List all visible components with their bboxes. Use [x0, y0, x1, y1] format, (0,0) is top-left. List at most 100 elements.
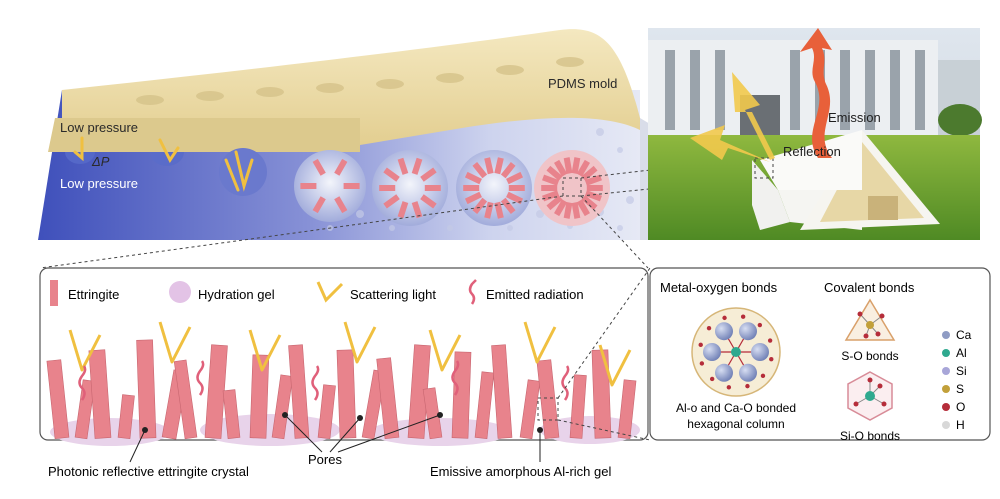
- legend-emission-swatch: [468, 279, 477, 305]
- gel-label: Emissive amorphous Al-rich gel: [430, 464, 611, 479]
- rod: [343, 183, 360, 189]
- calcium-atom: [715, 322, 733, 341]
- crystal-bar: [74, 379, 96, 440]
- rod: [397, 157, 409, 175]
- rod: [506, 191, 524, 205]
- rod: [542, 190, 560, 202]
- rod: [334, 158, 348, 176]
- pores-label: Pores: [308, 452, 342, 467]
- element-swatch: [942, 385, 950, 393]
- crystal-bar: [536, 359, 560, 440]
- covalent-title: Covalent bonds: [824, 280, 915, 295]
- legend-hydration-gel: Hydration gel: [198, 287, 275, 302]
- column-caption-1: Al-o and Ca-O bonded: [676, 401, 796, 415]
- crystal-bar: [271, 374, 294, 440]
- rod: [508, 185, 525, 191]
- panel-scatter-arrows: [68, 321, 632, 401]
- legend: Ettringite Hydration gel Scattering ligh…: [50, 279, 584, 306]
- crystal-bar: [617, 379, 637, 439]
- rod: [411, 201, 423, 219]
- rod: [500, 197, 516, 214]
- element-swatch: [942, 331, 950, 339]
- delta-p-label: ΔP: [91, 154, 110, 169]
- scatter-arrow: [523, 321, 557, 364]
- low-pressure-bottom: Low pressure: [60, 176, 138, 191]
- legend-scattering-light: Scattering light: [350, 287, 436, 302]
- rod: [494, 157, 504, 175]
- oxygen-atom: [706, 325, 712, 331]
- rod: [554, 199, 568, 217]
- rod: [563, 202, 573, 219]
- rod: [546, 195, 563, 211]
- scatter-arrow: [343, 321, 377, 364]
- scatter-arrow: [598, 344, 632, 387]
- rod: [464, 191, 482, 205]
- legend-emitted-radiation: Emitted radiation: [486, 287, 584, 302]
- crystal-bar: [491, 344, 513, 439]
- si-o-label: Si-O bonds: [840, 429, 900, 443]
- legend-ettringite-swatch: [50, 280, 58, 306]
- crystal-bar: [173, 359, 198, 440]
- crystal-bar: [451, 351, 472, 439]
- crystal-bar: [288, 344, 310, 439]
- calcium-atom: [703, 343, 721, 361]
- rod: [554, 159, 568, 177]
- emission-label: Emission: [828, 110, 881, 125]
- emission-squiggle: [561, 365, 570, 401]
- calcium-atom: [739, 322, 757, 341]
- rod: [472, 197, 488, 214]
- rod: [500, 162, 516, 179]
- crystal-bar: [136, 339, 157, 439]
- oxygen-atom: [722, 315, 727, 321]
- rod: [586, 185, 603, 191]
- crystal-label: Photonic reflective ettringite crystal: [48, 464, 249, 479]
- emission-arrow: [800, 28, 832, 158]
- scatter-arrow: [158, 321, 192, 364]
- metal-oxygen-title: Metal-oxygen bonds: [660, 280, 778, 295]
- si-o-bond-diagram: [847, 371, 893, 421]
- rod: [312, 196, 326, 214]
- rod: [464, 171, 482, 185]
- oxygen-atom: [709, 376, 715, 382]
- element-symbol: Si: [956, 364, 967, 378]
- ettringite-crystals: [46, 339, 637, 440]
- rod: [463, 185, 480, 191]
- rod: [563, 157, 573, 174]
- crystal-bar: [117, 394, 135, 439]
- rod: [541, 185, 558, 191]
- crystal-bar: [422, 387, 443, 440]
- oxygen-atom: [698, 342, 703, 348]
- rod: [420, 167, 437, 182]
- oxygen-atom: [745, 383, 750, 389]
- low-pressure-top: Low pressure: [60, 120, 138, 135]
- crystal-bar: [519, 379, 541, 440]
- s-o-label: S-O bonds: [841, 349, 898, 363]
- crystal-bar: [88, 349, 112, 439]
- scatter-arrow: [68, 329, 102, 372]
- crystal-bar: [569, 374, 587, 439]
- rod: [494, 201, 504, 219]
- element-swatch: [942, 367, 950, 375]
- crystal-bar: [591, 349, 612, 439]
- rod: [546, 165, 563, 181]
- oxygen-atom: [767, 338, 773, 343]
- crystal-bar: [46, 359, 70, 440]
- rod: [397, 201, 409, 219]
- rod: [383, 194, 400, 209]
- rod: [379, 185, 396, 191]
- emission-squiggle: [451, 360, 460, 396]
- bond-connectors: [537, 267, 651, 441]
- rod: [424, 185, 441, 191]
- emission-squiggle: [196, 360, 205, 396]
- hexagonal-column-diagram: [691, 307, 781, 397]
- rod: [584, 190, 602, 202]
- aluminum-atom: [731, 347, 741, 357]
- rod: [300, 183, 317, 189]
- calcium-atom: [739, 363, 757, 382]
- calcium-atom: [715, 363, 733, 382]
- oxygen-atom: [740, 314, 746, 319]
- reflection-arrows: [690, 72, 775, 162]
- scatter-arrow: [428, 329, 462, 372]
- rod: [581, 195, 598, 211]
